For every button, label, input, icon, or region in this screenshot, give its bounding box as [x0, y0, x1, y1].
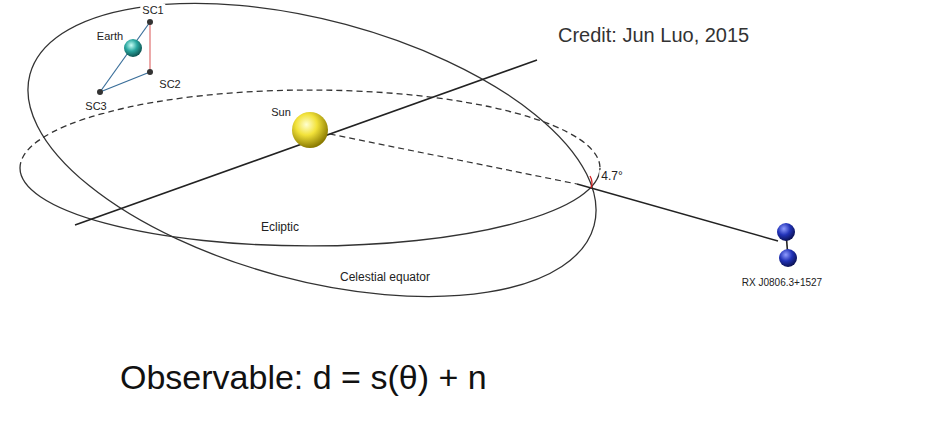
- arm-line: [149, 22, 150, 72]
- sun-sphere: [292, 112, 328, 148]
- spacecraft-label: SC3: [83, 100, 108, 113]
- spacecraft-dot: [147, 19, 153, 25]
- source-direction-dashed: [310, 130, 577, 184]
- plane-label: Ecliptic: [259, 221, 301, 235]
- node-line: [75, 60, 537, 225]
- caption-text: Observable: d = s(θ) + n: [118, 358, 489, 397]
- source-label: RX J0806.3+1527: [740, 277, 824, 289]
- ecliptic-front-arc: [20, 168, 600, 246]
- ecliptic-back-arc: [20, 90, 600, 168]
- celestial-equator-ellipse: [0, 0, 628, 351]
- earth-sphere: [124, 39, 142, 57]
- spacecraft-dot: [147, 69, 153, 75]
- planet-label: Earth: [95, 30, 125, 43]
- spacecraft-label: SC1: [140, 4, 165, 17]
- star-label: Sun: [269, 106, 293, 119]
- star-sphere: [779, 249, 797, 267]
- arm-line: [100, 72, 150, 92]
- plane-label: Celestial equator: [338, 271, 432, 285]
- angle-label: 4.7°: [599, 170, 624, 184]
- spacecraft-label: SC2: [157, 78, 182, 91]
- credit-note: Credit: Jun Luo, 2015: [556, 24, 751, 47]
- source-direction-line: [577, 184, 778, 241]
- star-sphere: [777, 223, 795, 241]
- spacecraft-dot: [97, 89, 103, 95]
- angle-arc: [590, 176, 592, 188]
